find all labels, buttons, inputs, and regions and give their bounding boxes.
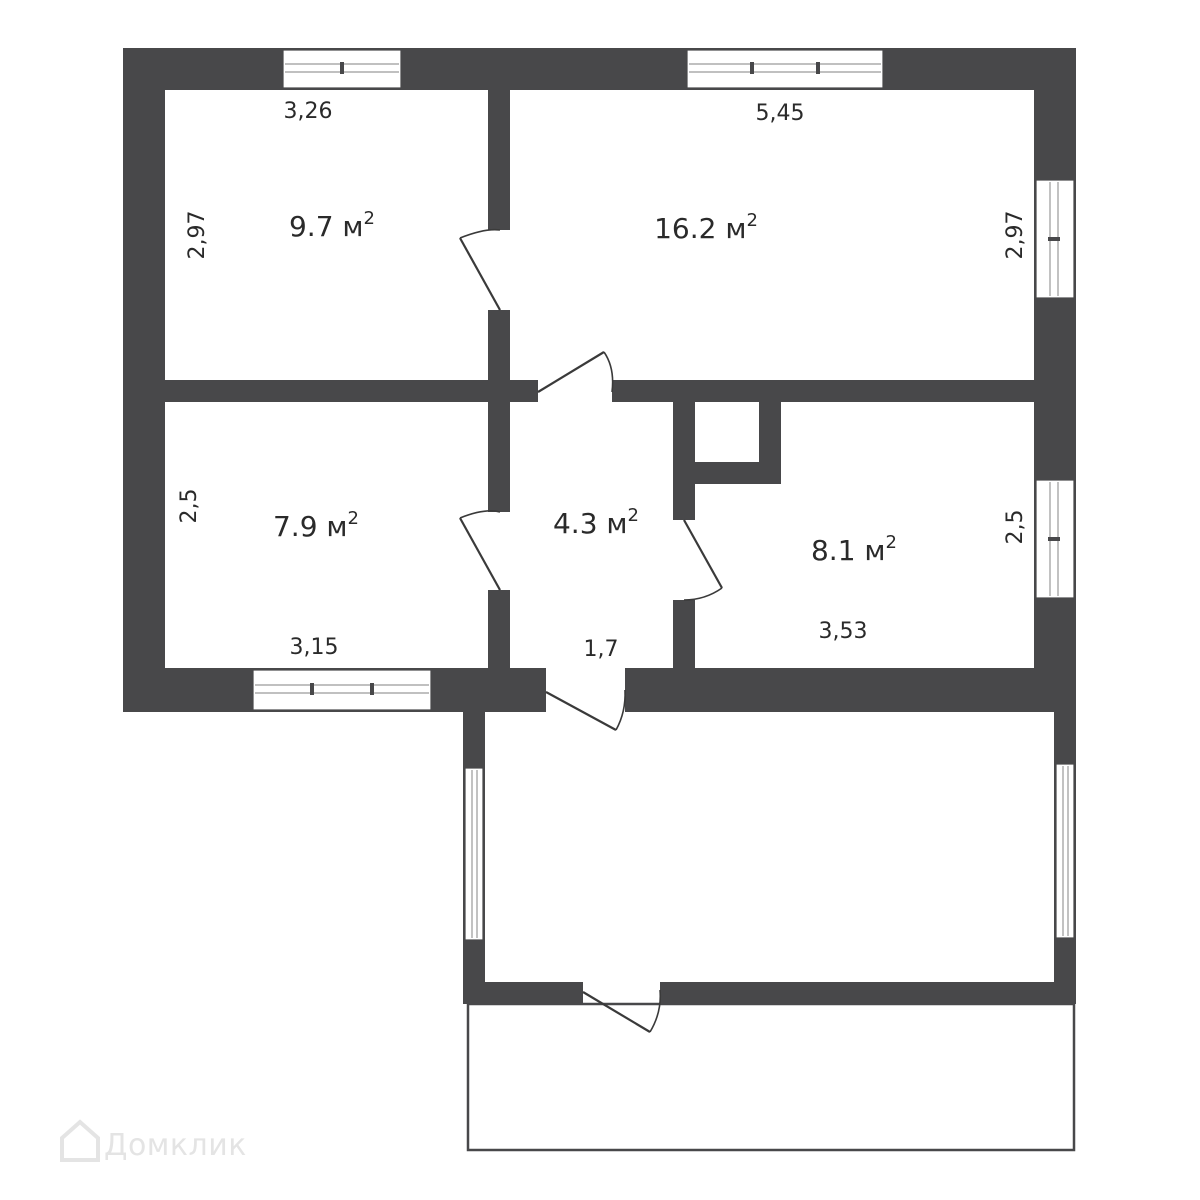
- middle-wall-right: [612, 380, 1034, 402]
- porch-outline: [466, 1002, 1076, 1152]
- room-9-7-area: 9.7 м2: [289, 208, 375, 243]
- inner-wall-vertical-lower-b: [488, 590, 510, 670]
- outer-wall-top: [123, 48, 1076, 90]
- inner-wall-vertical-lower-a: [488, 402, 510, 512]
- room-8-1-area-unit: м: [864, 534, 885, 567]
- hall-wall-right-b: [673, 600, 695, 670]
- room-9-7-area-value: 9.7: [289, 210, 334, 243]
- window-right-lower: [1035, 479, 1075, 599]
- room-8-1-width: 3,53: [819, 619, 868, 644]
- room-16-2-height: 2,97: [1003, 211, 1028, 260]
- room-8-1-height: 2,5: [1003, 510, 1028, 545]
- walls: [123, 48, 1076, 1004]
- window-top-right: [686, 49, 884, 89]
- inner-wall-vertical-upper-b: [488, 310, 510, 402]
- annex-wall-bottom-right: [660, 982, 1076, 1004]
- room-7-9-area-value: 7.9: [273, 510, 318, 543]
- room-7-9-area: 7.9 м2: [273, 508, 359, 543]
- room-9-7-area-sup: 2: [364, 208, 375, 229]
- room-9-7-area-unit: м: [342, 210, 363, 243]
- watermark: Домклик: [60, 1119, 247, 1163]
- door-porch: [582, 989, 662, 1033]
- room-4-3-area-sup: 2: [628, 505, 639, 526]
- outer-wall-bottom-right: [625, 668, 1076, 712]
- room-9-7-height: 2,97: [185, 211, 210, 260]
- room-labels: 3,26 2,97 9.7 м2 5,45 2,97 16.2 м2 2,5 7…: [177, 99, 1028, 662]
- door-room-8-1: [683, 519, 723, 601]
- annex-wall-bottom-left: [463, 982, 583, 1004]
- inner-wall-vertical-upper-a: [488, 90, 510, 230]
- room-16-2-width: 5,45: [756, 101, 805, 126]
- room-8-1-area: 8.1 м2: [811, 532, 897, 567]
- watermark-text: Домклик: [104, 1128, 247, 1163]
- windows: [252, 49, 1075, 941]
- outer-wall-right: [1034, 48, 1076, 712]
- room-9-7-width: 3,26: [284, 99, 333, 124]
- room-4-3-area-unit: м: [606, 507, 627, 540]
- door-room-9-7: [459, 228, 501, 311]
- room-7-9-height: 2,5: [177, 489, 202, 524]
- window-bottom-left: [252, 669, 432, 711]
- window-right-upper: [1035, 179, 1075, 299]
- window-annex-right: [1055, 763, 1075, 939]
- room-4-3-area: 4.3 м2: [553, 505, 639, 540]
- room-16-2-area-value: 16.2: [654, 212, 716, 245]
- door-entrance: [545, 689, 626, 731]
- room-8-1-area-sup: 2: [886, 532, 897, 553]
- outer-wall-left: [123, 48, 165, 712]
- room-16-2-area: 16.2 м2: [654, 210, 758, 245]
- room-7-9-area-sup: 2: [348, 508, 359, 529]
- room-16-2-area-sup: 2: [746, 210, 757, 231]
- room-16-2-area-unit: м: [725, 212, 746, 245]
- room-7-9-area-unit: м: [326, 510, 347, 543]
- door-room-16-2: [537, 351, 614, 393]
- chimney-void: [695, 402, 759, 462]
- room-8-1-area-value: 8.1: [811, 534, 856, 567]
- window-top-left: [282, 49, 402, 89]
- house-icon: [60, 1119, 100, 1162]
- room-7-9-width: 3,15: [290, 635, 339, 660]
- room-4-3-width: 1,7: [584, 637, 619, 662]
- middle-wall-left: [165, 380, 538, 402]
- doors: [459, 228, 723, 1033]
- window-annex-left: [464, 767, 484, 941]
- room-4-3-area-value: 4.3: [553, 507, 598, 540]
- door-room-7-9: [459, 510, 501, 591]
